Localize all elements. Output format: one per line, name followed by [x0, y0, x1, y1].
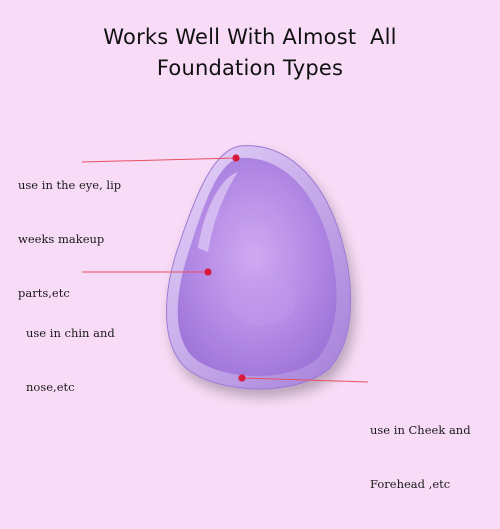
callout-line: Forehead ,etc — [370, 477, 451, 491]
product-infographic: Works Well With Almost All Foundation Ty… — [0, 22, 500, 491]
callout-eye-lip: use in the eye, lip weeks makeup parts,e… — [18, 140, 121, 338]
leader-line-bottom — [241, 377, 369, 383]
callout-line: use in Cheek and — [370, 423, 471, 437]
callout-cheek-forehead: use in Cheek and Forehead ,etc — [370, 385, 471, 529]
sponge-body — [166, 145, 352, 390]
title-line-1: Works Well With Almost All — [103, 25, 397, 49]
callout-line: weeks makeup — [18, 232, 105, 246]
page-title: Works Well With Almost All Foundation Ty… — [0, 22, 500, 84]
callout-line: nose,etc — [26, 380, 75, 394]
marker-dot-icon — [204, 268, 212, 276]
marker-dot-icon — [232, 154, 240, 162]
marker-dot-icon — [238, 374, 246, 382]
callout-chin-nose: use in chin and nose,etc — [26, 288, 115, 432]
callout-line: parts,etc — [18, 286, 70, 300]
title-line-2: Foundation Types — [156, 56, 344, 80]
silicone-sponge-illustration — [81, 145, 369, 390]
callout-line: use in chin and — [26, 326, 115, 340]
leader-line-top — [81, 157, 237, 163]
callout-line: use in the eye, lip — [18, 178, 122, 192]
